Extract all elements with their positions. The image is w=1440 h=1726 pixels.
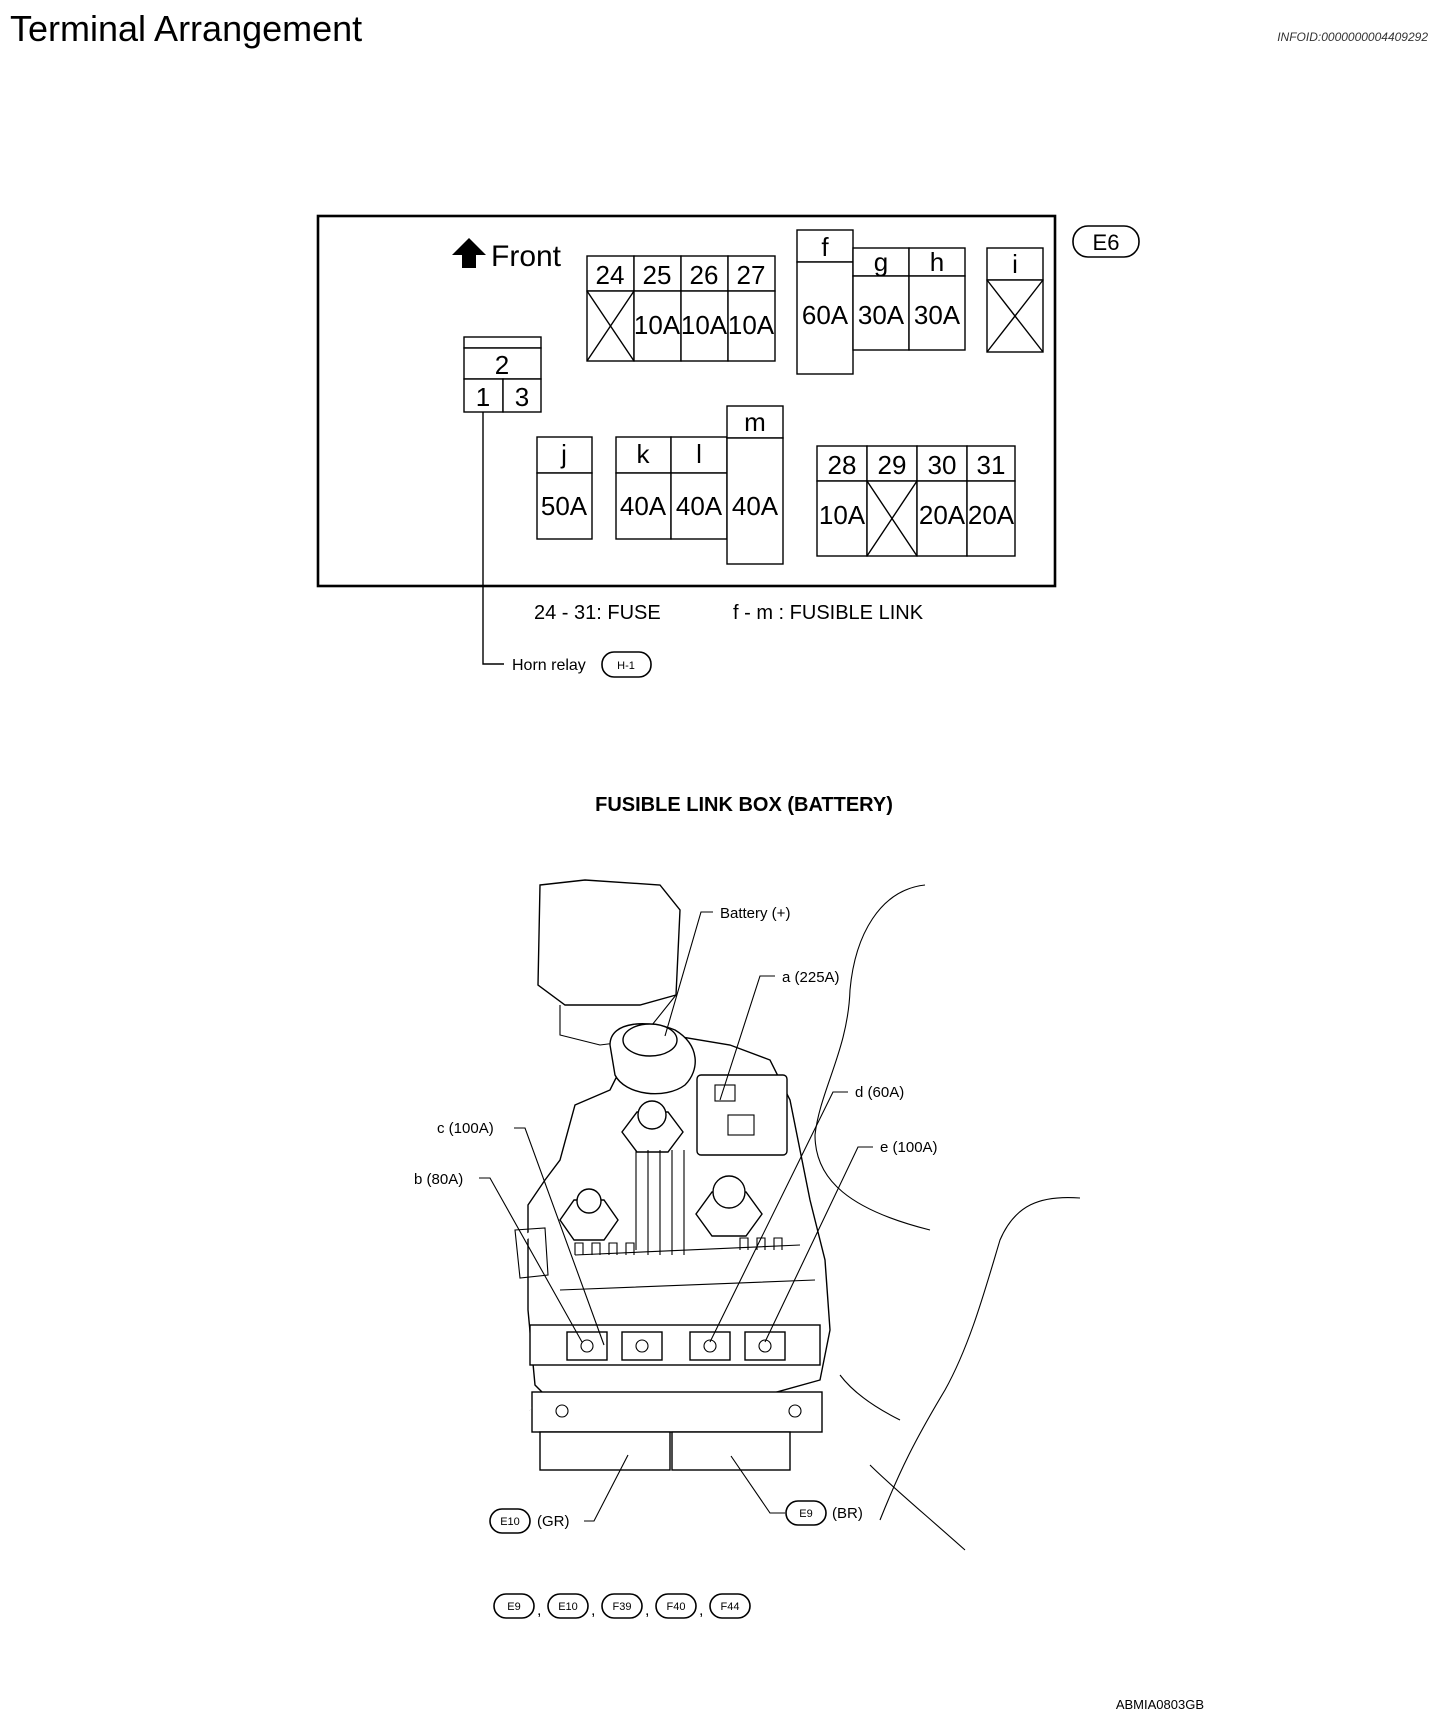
fusible-link-box-illustration <box>483 879 1081 1551</box>
callout-c: c (100A) <box>437 1120 494 1137</box>
horn-relay-terminal-3: 3 <box>515 382 529 412</box>
fusible-links-j-k-l-m: j k l m 50A 40A 40A 40A <box>536 405 784 565</box>
horn-relay-terminal-1: 1 <box>476 382 490 412</box>
front-arrow-icon <box>452 238 486 268</box>
page-title: Terminal Arrangement <box>10 8 363 49</box>
fusible-link-m-id: m <box>744 407 766 437</box>
fuse-30-number: 30 <box>928 450 957 480</box>
fuse-group-28-31: 28 29 30 31 10A 20A 20A <box>816 445 1016 557</box>
fusible-link-i-id: i <box>1012 249 1018 279</box>
connector-list-f39: F39 <box>613 1601 632 1613</box>
connector-e9-pill <box>785 1500 827 1526</box>
fusible-link-k-rating: 40A <box>620 491 667 521</box>
fuse-31-rating: 20A <box>968 500 1015 530</box>
info-id: INFOID:0000000004409292 <box>1277 30 1428 44</box>
fusible-link-g-id: g <box>874 247 888 277</box>
connector-callouts: E10 (GR) E9 (BR) <box>489 1454 863 1534</box>
reference-code: ABMIA0803GB <box>1115 1697 1204 1712</box>
callout-e: e (100A) <box>880 1139 938 1156</box>
fusible-link-h-id: h <box>930 247 944 277</box>
fusible-link-k-id: k <box>637 439 651 469</box>
connector-e10-pill <box>489 1508 531 1534</box>
connector-list: E9 , E10 , F39 , F40 , F44 <box>493 1593 751 1619</box>
horn-relay-label: Horn relay <box>512 657 586 674</box>
legend-fuse: 24 - 31: FUSE <box>534 602 661 624</box>
connector-list-e10: E10 <box>558 1601 578 1613</box>
fuse-27-rating: 10A <box>728 310 775 340</box>
fuse-28-rating: 10A <box>819 500 866 530</box>
connector-list-separator: , <box>699 1602 703 1619</box>
callout-a: a (225A) <box>782 969 840 986</box>
legend-fusible-link: f - m : FUSIBLE LINK <box>733 602 924 624</box>
fuse-box-frame <box>316 214 1057 588</box>
fusible-link-m-rating: 40A <box>732 491 779 521</box>
fusible-link-l-id: l <box>696 439 702 469</box>
front-label: Front <box>491 240 562 273</box>
connector-list-e9: E9 <box>507 1601 520 1613</box>
connector-e9-id: E9 <box>799 1508 812 1520</box>
horn-relay-block: 2 1 3 <box>463 336 542 413</box>
callout-battery: Battery (+) <box>720 905 790 922</box>
fuse-24-number: 24 <box>596 260 625 290</box>
connector-list-separator: , <box>645 1602 649 1619</box>
fusible-link-g-rating: 30A <box>858 300 905 330</box>
fuse-28-number: 28 <box>828 450 857 480</box>
fuse-31-number: 31 <box>977 450 1006 480</box>
fuse-group-24-27: 24 25 26 27 10A 10A 10A <box>586 255 776 362</box>
callout-b: b (80A) <box>414 1171 463 1188</box>
fusible-link-h-rating: 30A <box>914 300 961 330</box>
fuse-30-rating: 20A <box>919 500 966 530</box>
fusible-link-j-rating: 50A <box>541 491 588 521</box>
fuse-26-rating: 10A <box>681 310 728 340</box>
connector-e6-pill <box>1072 225 1140 258</box>
connector-list-separator: , <box>537 1602 541 1619</box>
connector-e10-color: (GR) <box>537 1513 570 1530</box>
fusible-link-f-id: f <box>821 232 829 262</box>
connector-e6-label: E6 <box>1093 230 1120 255</box>
fusible-link-f-rating: 60A <box>802 300 849 330</box>
fusible-links-f-g-h: f g h 60A 30A 30A <box>796 229 966 375</box>
fusible-link-box-title: FUSIBLE LINK BOX (BATTERY) <box>595 794 893 816</box>
callout-d: d (60A) <box>855 1084 904 1101</box>
fuse-27-number: 27 <box>737 260 766 290</box>
fuse-25-number: 25 <box>643 260 672 290</box>
fuse-29-number: 29 <box>878 450 907 480</box>
fusible-link-j-id: j <box>560 439 567 469</box>
fusible-link-i: i <box>986 247 1044 353</box>
connector-list-f44: F44 <box>721 1601 740 1613</box>
connector-list-separator: , <box>591 1602 595 1619</box>
fuse-26-number: 26 <box>690 260 719 290</box>
fusible-link-box-callouts: Battery (+) a (225A) c (100A) b (80A) d … <box>414 905 938 1346</box>
connector-e10-id: E10 <box>500 1516 520 1528</box>
connector-e9-color: (BR) <box>832 1505 863 1522</box>
horn-relay-terminal-2: 2 <box>495 350 509 380</box>
connector-h1-pill <box>601 651 652 678</box>
fuse-25-rating: 10A <box>634 310 681 340</box>
connector-h1-label: H-1 <box>617 660 635 672</box>
connector-list-f40: F40 <box>667 1601 686 1613</box>
fusible-link-l-rating: 40A <box>676 491 723 521</box>
horn-relay-leader <box>482 412 504 665</box>
